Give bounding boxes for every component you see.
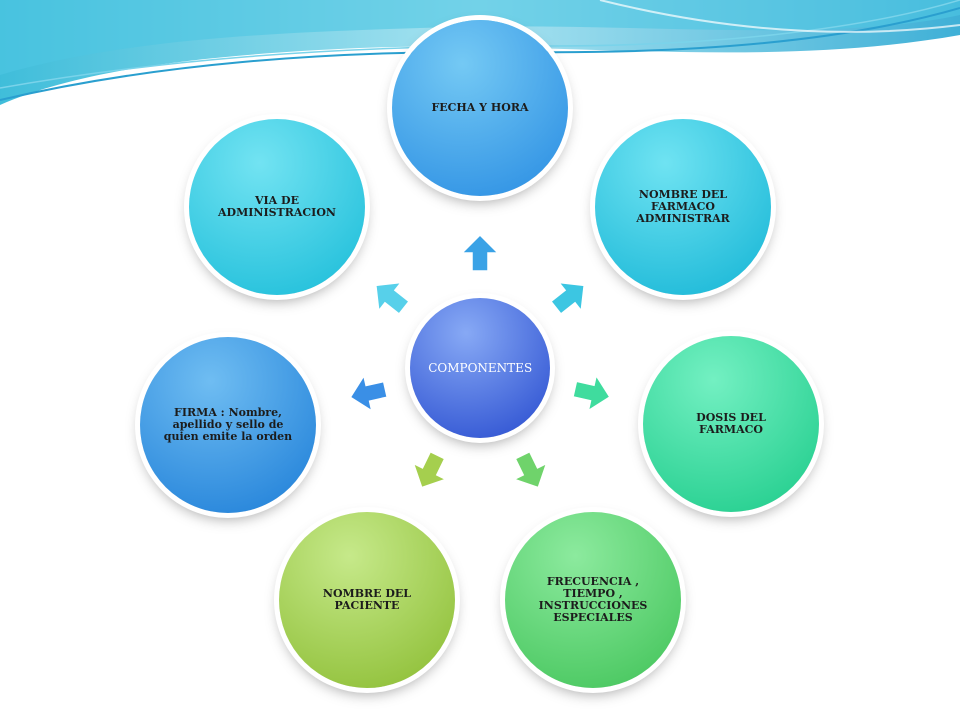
node-7: VIA DE ADMINISTRACION — [189, 119, 365, 295]
node-7-label: VIA DE ADMINISTRACION — [218, 194, 336, 219]
node-1-label: FECHA Y HORA — [431, 101, 529, 114]
node-3-label: DOSIS DEL FARMACO — [696, 411, 766, 436]
node-2: NOMBRE DEL FARMACO ADMINISTRAR — [595, 119, 771, 295]
connector-arrow-6 — [349, 373, 389, 413]
connector-arrow-4 — [512, 450, 548, 489]
node-5: NOMBRE DEL PACIENTE — [279, 512, 455, 688]
connector-arrow-1 — [460, 233, 500, 272]
node-6-label: FIRMA : Nombre, apellido y sello de quie… — [163, 406, 293, 443]
node-1: FECHA Y HORA — [392, 20, 568, 196]
center-node: COMPONENTES — [410, 298, 550, 438]
connector-arrow-5 — [412, 450, 448, 489]
connector-arrow-7 — [374, 281, 411, 316]
node-4: FRECUENCIA , TIEMPO , INSTRUCCIONES ESPE… — [505, 512, 681, 688]
node-2-label: NOMBRE DEL FARMACO ADMINISTRAR — [636, 188, 730, 225]
node-6: FIRMA : Nombre, apellido y sello de quie… — [140, 337, 316, 513]
connector-arrow-3 — [572, 373, 611, 413]
node-5-label: NOMBRE DEL PACIENTE — [322, 587, 412, 612]
node-3: DOSIS DEL FARMACO — [643, 336, 819, 512]
center-node-label: COMPONENTES — [428, 361, 533, 375]
connector-arrow-2 — [549, 281, 586, 316]
node-4-label: FRECUENCIA , TIEMPO , INSTRUCCIONES ESPE… — [538, 575, 648, 624]
